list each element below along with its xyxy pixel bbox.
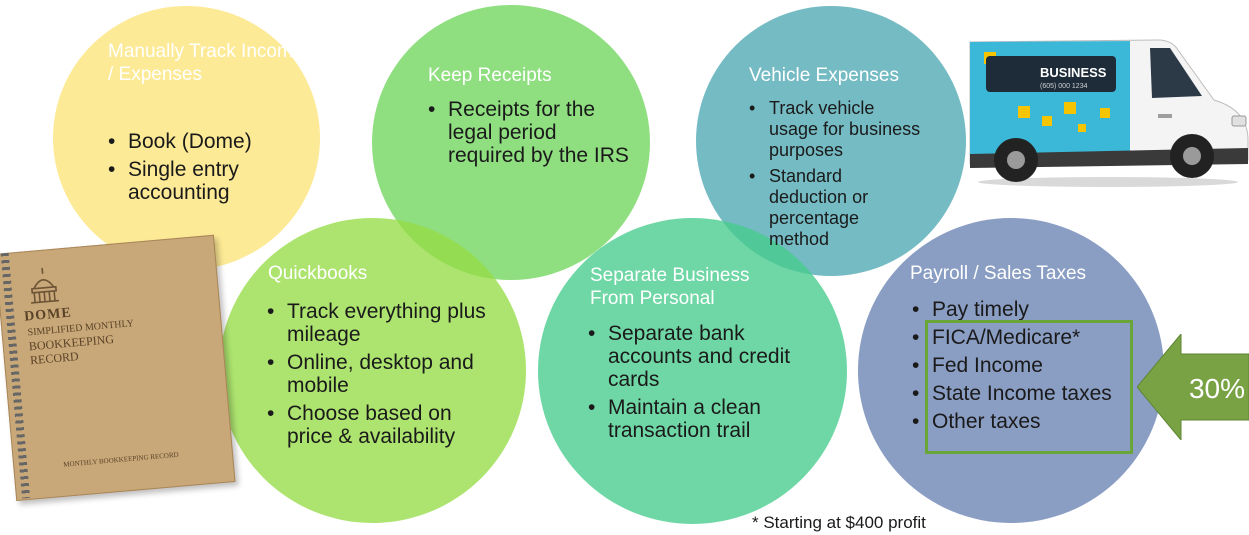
- business-van-image: BUSINESS (605) 000 1234: [969, 39, 1249, 187]
- circle-2-list: Receipts for the legal period required b…: [426, 98, 634, 172]
- circle-6-title: Payroll / Sales Taxes: [910, 263, 1087, 284]
- list-item: Other taxes: [910, 410, 1140, 433]
- circle-5-list: Separate bank accounts and credit cards …: [586, 322, 806, 447]
- circle-4-list: Track everything plus mileage Online, de…: [265, 300, 490, 453]
- list-item: Pay timely: [910, 298, 1140, 321]
- circle-1-title: Manually Track Income / Expenses: [108, 41, 304, 85]
- list-item: Track vehicle usage for business purpose…: [747, 98, 922, 161]
- list-item: Separate bank accounts and credit cards: [586, 322, 806, 391]
- circle-5-title: Separate Business From Personal: [590, 265, 750, 309]
- circle-3-list: Track vehicle usage for business purpose…: [747, 98, 922, 255]
- list-item: Single entry accounting: [106, 158, 306, 204]
- callout-value: 30%: [1189, 373, 1245, 404]
- svg-text:(605) 000 1234: (605) 000 1234: [1040, 83, 1088, 90]
- list-item: Receipts for the legal period required b…: [426, 98, 634, 167]
- capitol-dome-icon: [31, 267, 60, 304]
- list-item: FICA/Medicare*: [910, 326, 1140, 349]
- list-item: Choose based on price & availability: [265, 402, 490, 448]
- circle-1-list: Book (Dome) Single entry accounting: [106, 130, 306, 209]
- list-item: Standard deduction or percentage method: [747, 166, 922, 250]
- list-item: Fed Income: [910, 354, 1140, 377]
- circle-3-title: Vehicle Expenses: [749, 65, 899, 86]
- tax-highlight-box: [925, 320, 1133, 454]
- circle-2-title: Keep Receipts: [428, 65, 552, 86]
- circle-4-title: Quickbooks: [268, 263, 368, 284]
- list-item: Online, desktop and mobile: [265, 351, 490, 397]
- callout-arrow: 30%: [1137, 334, 1249, 440]
- bookkeeping-book-image: DOME SIMPLIFIED MONTHLY BOOKKEEPING RECO…: [0, 234, 236, 502]
- footnote: * Starting at $400 profit: [752, 513, 926, 532]
- list-item: State Income taxes: [910, 382, 1140, 405]
- list-item: Book (Dome): [106, 130, 306, 153]
- svg-text:BUSINESS: BUSINESS: [1040, 65, 1107, 80]
- list-item: Maintain a clean transaction trail: [586, 396, 806, 442]
- arrow-shape: [1137, 334, 1249, 440]
- circle-6-list: Pay timely FICA/Medicare* Fed Income Sta…: [910, 298, 1140, 438]
- list-item: Track everything plus mileage: [265, 300, 490, 346]
